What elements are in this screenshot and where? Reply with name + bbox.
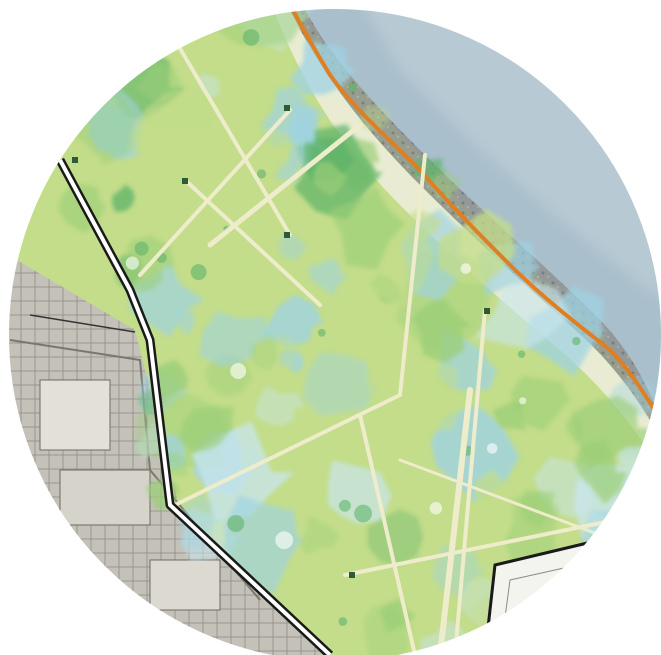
- vegetation-blob: [8, 8, 41, 40]
- vegetation-dot: [275, 531, 294, 550]
- vegetation-dot: [317, 328, 326, 337]
- urban-block: [39, 379, 111, 451]
- vegetation-blob: [412, 298, 471, 364]
- vegetation-blob: [368, 358, 463, 431]
- vegetation-blob: [380, 598, 416, 633]
- vegetation-blob: [177, 495, 222, 551]
- urban-block: [59, 469, 151, 526]
- map-marker[interactable]: [182, 178, 188, 184]
- trail-line[interactable]: [358, 413, 417, 655]
- vegetation-blob: [307, 257, 349, 296]
- vegetation-blob: [360, 106, 391, 132]
- vegetation-blob: [127, 104, 202, 168]
- vegetation-dot: [354, 504, 372, 523]
- vegetation-dot: [338, 499, 351, 512]
- vegetation-blob: [114, 235, 175, 292]
- trail-line[interactable]: [343, 513, 642, 577]
- vegetation-dot: [242, 29, 260, 46]
- vegetation-dot: [227, 515, 245, 532]
- vegetation-blob: [328, 186, 406, 270]
- coastal-route[interactable]: [286, 0, 661, 422]
- vegetation-dot: [338, 617, 348, 626]
- vegetation-blob: [50, 8, 120, 59]
- vegetation-blob: [36, 8, 88, 20]
- vegetation-blob: [290, 40, 356, 95]
- map-marker[interactable]: [484, 308, 490, 314]
- map-marker[interactable]: [284, 232, 290, 238]
- vegetation-blob: [111, 184, 135, 213]
- map-marker[interactable]: [349, 572, 355, 578]
- vegetation-blob: [525, 286, 606, 377]
- vegetation-blob: [367, 509, 424, 566]
- vegetation-blob: [179, 406, 234, 453]
- vegetation-blob: [510, 375, 571, 431]
- vegetation-blob: [199, 311, 268, 367]
- vegetation-blob: [303, 352, 379, 417]
- vegetation-dot: [256, 169, 267, 179]
- vegetation-blob: [8, 12, 63, 70]
- vegetation-dot: [572, 336, 581, 346]
- vegetation-dot: [348, 82, 358, 93]
- vegetation-blob: [29, 91, 59, 119]
- vegetation-blob: [228, 258, 262, 286]
- vegetation-blob: [291, 103, 320, 135]
- trail-line[interactable]: [437, 387, 473, 655]
- vegetation-blob: [278, 233, 310, 260]
- vegetation-blob: [249, 124, 294, 172]
- urban-block: [149, 559, 221, 611]
- vegetation-blob: [438, 208, 517, 285]
- vegetation-dot: [117, 36, 131, 50]
- vegetation-blob: [8, 8, 88, 86]
- vegetation-dot: [460, 263, 472, 274]
- vegetation-blob: [298, 516, 340, 555]
- vegetation-dot: [486, 443, 498, 454]
- vegetation-blob: [313, 161, 348, 197]
- vegetation-blob: [516, 614, 608, 655]
- vegetation-blob: [520, 490, 556, 528]
- vegetation-dot: [185, 8, 196, 16]
- vegetation-blob: [411, 157, 447, 183]
- vegetation-dot: [517, 350, 526, 358]
- map-marker[interactable]: [284, 105, 290, 111]
- vegetation-blob: [250, 335, 279, 370]
- markers: [72, 105, 490, 578]
- vegetation-blob: [475, 278, 573, 349]
- vegetation-blob: [492, 400, 526, 431]
- vegetation-dot: [519, 397, 527, 405]
- trail-line[interactable]: [138, 108, 292, 277]
- trail-line[interactable]: [183, 178, 322, 307]
- map-marker[interactable]: [72, 157, 78, 163]
- vegetation-blob: [261, 294, 324, 347]
- vegetation-dot: [88, 8, 102, 12]
- vegetation-blob: [255, 385, 305, 426]
- vegetation-dot: [190, 264, 207, 281]
- map-frame: [7, 7, 661, 655]
- vegetation-dot: [125, 256, 139, 270]
- trail-line[interactable]: [173, 38, 292, 237]
- trail-line[interactable]: [173, 153, 427, 507]
- vegetation-dot: [429, 502, 443, 515]
- trail-line[interactable]: [453, 308, 487, 655]
- vegetation-blob: [628, 522, 661, 563]
- vegetation-dot: [134, 241, 149, 256]
- trails: [138, 38, 642, 655]
- vegetation-blob: [196, 73, 222, 99]
- vegetation-blob: [152, 359, 189, 401]
- vegetation-dot: [230, 363, 247, 379]
